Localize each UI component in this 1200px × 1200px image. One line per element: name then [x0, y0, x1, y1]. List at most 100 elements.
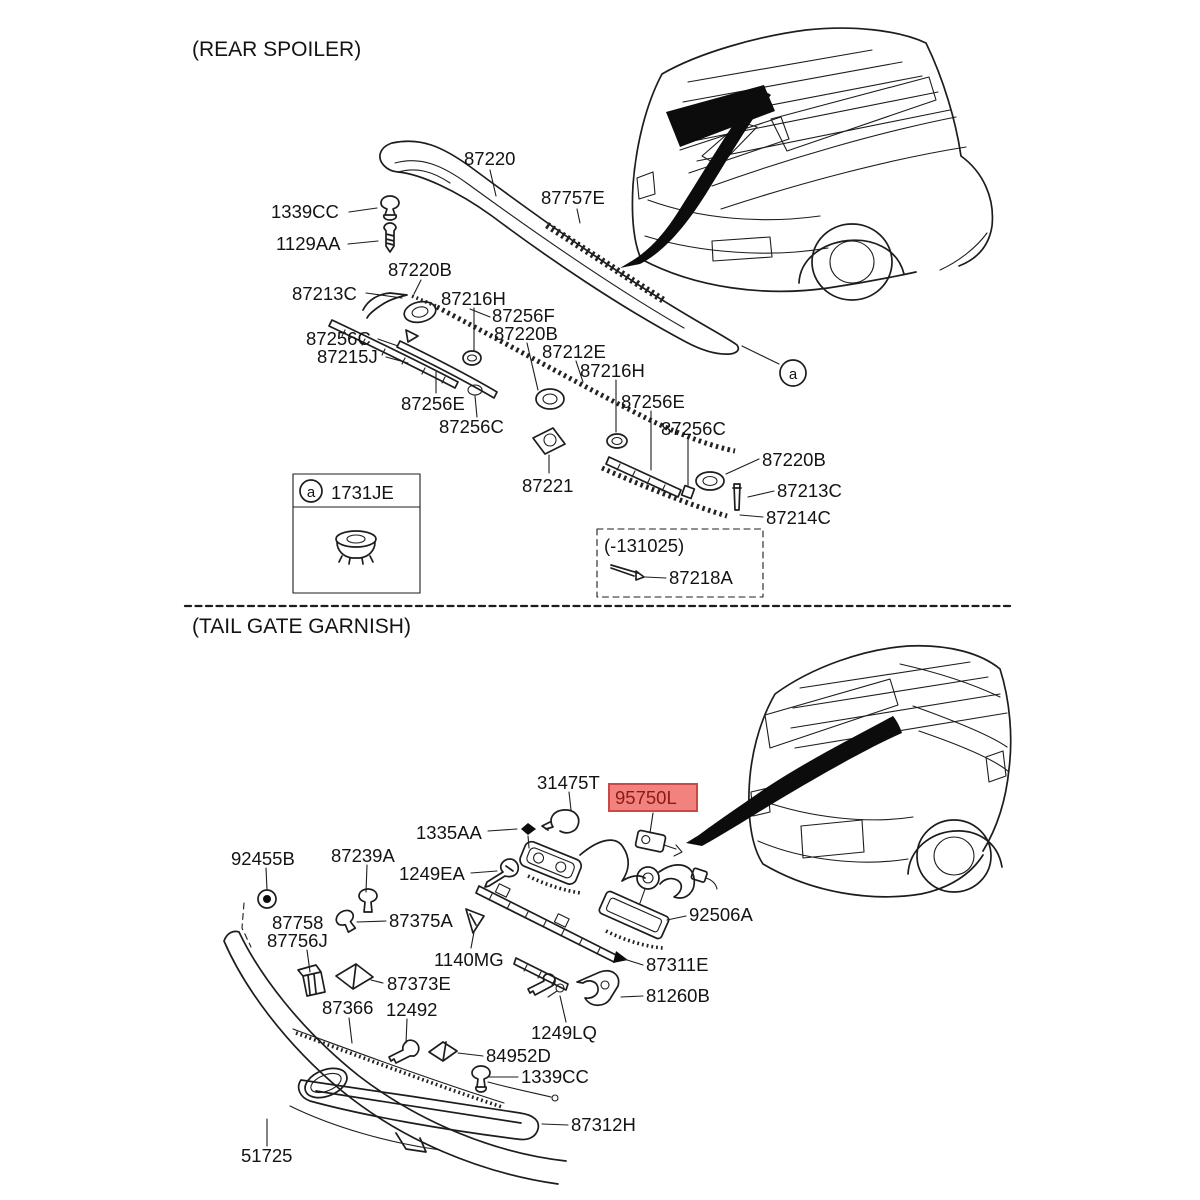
grommet-87216H-right-hole	[611, 436, 623, 446]
brand-emblem	[304, 1067, 348, 1099]
callout-arrow-garnish	[686, 716, 902, 846]
strip-87214C	[600, 465, 728, 519]
camera-95750L-part	[634, 829, 667, 853]
rail-81260B	[513, 957, 569, 991]
wheel-arch	[907, 830, 1003, 875]
marker-a-callout: a	[779, 359, 807, 387]
date-box-caption: (-131025)	[604, 535, 684, 556]
protective-tape-87757E	[545, 222, 665, 303]
marker-a-circle	[779, 359, 807, 387]
clip-87218A	[610, 564, 645, 581]
bumper-lower-line	[289, 1105, 441, 1151]
suv-rear-view-spoiler	[620, 27, 994, 301]
part-label-87220B-2: 87220B	[494, 323, 558, 344]
part-label-87220B-1: 87220B	[388, 259, 452, 280]
pin-87213C-right	[732, 483, 742, 511]
part-label-84952D: 84952D	[486, 1045, 551, 1066]
part-label-87256C-3: 87256C	[661, 418, 726, 439]
strip-87215J-hatch	[341, 329, 446, 384]
part-label-81260B: 81260B	[646, 985, 710, 1006]
rod-wire	[487, 1081, 552, 1098]
strip-87215J	[328, 319, 459, 389]
connector-body	[690, 867, 708, 883]
cable-loop	[658, 864, 696, 899]
bumper-51725	[223, 930, 567, 1185]
grommet-87216H-left	[462, 350, 482, 366]
body-side-lines	[899, 663, 1010, 773]
garnish-strip-87312H	[297, 1079, 540, 1153]
marker-a-text: a	[789, 366, 798, 383]
tailgate-detail-lines	[750, 750, 1007, 863]
actuator-motor-hub	[642, 872, 654, 884]
part-label-31475T: 31475T	[537, 772, 600, 793]
rail-87311E	[475, 885, 619, 963]
screw-1249LQ-2-shaft	[547, 990, 558, 998]
inset-box-1731JE: a 1731JE	[292, 473, 421, 594]
spoiler-inner-lines	[394, 160, 685, 329]
clip-on-strip	[405, 329, 419, 343]
license-lamp-housing	[519, 840, 583, 885]
spoiler-wing-art	[379, 140, 740, 355]
pin-87375A	[335, 909, 357, 934]
part-label-87312H: 87312H	[571, 1114, 636, 1135]
part-label-1249LQ: 1249LQ	[531, 1022, 597, 1043]
nut-1339CC	[380, 195, 400, 221]
screw-1249LQ-2	[555, 983, 565, 993]
strip-87256E-right-hatch	[616, 463, 666, 492]
bracket-81260B-hole	[600, 980, 610, 990]
camera-wire	[663, 844, 683, 857]
strip-87256E-left	[396, 340, 498, 399]
part-label-1140MG: 1140MG	[434, 949, 504, 970]
part-label-87214C: 87214C	[766, 507, 831, 528]
bolt-1129AA	[383, 222, 397, 253]
part-label-87216H-2: 87216H	[580, 360, 645, 381]
roof-ribs	[682, 49, 951, 162]
actuator-cable	[579, 839, 646, 882]
leader-lines-tail-gate	[265, 791, 687, 1147]
actuator-stem	[639, 888, 646, 904]
pad-clip-87221-hole	[543, 433, 557, 447]
wheel-arch	[798, 239, 905, 284]
pin-87375A-shape	[335, 909, 357, 934]
inset-box-border	[292, 473, 421, 594]
clip-84952D	[428, 1041, 458, 1062]
grommet-87220B-center-hole	[542, 393, 558, 405]
pad-clip-87221	[532, 427, 566, 455]
actuator-plate-body	[598, 890, 670, 940]
strip-87256E-right	[605, 456, 682, 498]
clip-87256C-right	[680, 484, 696, 500]
date-box-131025: (-131025) 87218A	[596, 528, 764, 598]
grommet-87216H-right	[606, 433, 628, 449]
date-box-border	[596, 528, 764, 598]
grommet-87216H-left-hole	[466, 354, 478, 362]
rear-wheel	[916, 819, 992, 893]
tailgate-hardware-art	[223, 809, 718, 1185]
part-label-87757E: 87757E	[541, 187, 605, 208]
actuator-motor	[636, 866, 660, 890]
lamp-housing-body	[519, 840, 583, 885]
part-label-92455B: 92455B	[231, 848, 295, 869]
grommet-detail-body	[336, 541, 376, 565]
clip-87758-87756J	[297, 964, 326, 997]
rear-window	[764, 678, 899, 749]
grommet-87220B-right-hole	[702, 475, 718, 487]
part-label-87216H-1: 87216H	[441, 288, 506, 309]
cable-connector	[690, 867, 708, 883]
part-label-1339CC-top: 1339CC	[271, 201, 339, 222]
lamp-bulb-right	[555, 861, 567, 873]
rivet-1140MG	[465, 908, 485, 934]
callout-arrow-spoiler	[620, 91, 771, 268]
part-label-87239A: 87239A	[331, 845, 395, 866]
rail-end-tip	[613, 951, 628, 963]
brand-emblem-inner	[310, 1072, 342, 1094]
part-label-87366: 87366	[322, 997, 373, 1018]
connector-wire-end	[705, 877, 718, 890]
actuator-plate	[598, 890, 670, 940]
part-label-1339CC-bottom: 1339CC	[521, 1066, 589, 1087]
grommet-87220B-left	[403, 300, 437, 324]
rear-spoiler-section: (REAR SPOILER)	[192, 27, 994, 598]
part-label-1249EA: 1249EA	[399, 863, 465, 884]
leader-lines-rear-spoiler	[347, 169, 780, 518]
lamp-bulb-left	[533, 852, 545, 864]
